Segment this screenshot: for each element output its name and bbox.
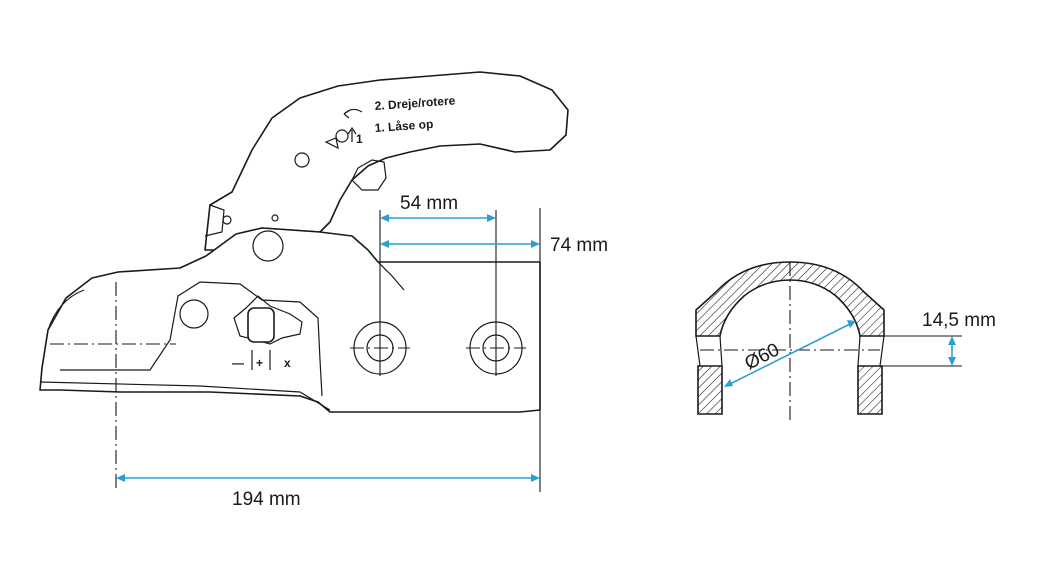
body-top-boss — [252, 230, 284, 262]
socket-inner-band — [695, 335, 885, 367]
dimension-hole-spacing-label: 54 mm — [400, 193, 458, 214]
body-side-contour — [60, 281, 323, 397]
socket-left-leg — [697, 365, 723, 415]
dimension-height — [380, 240, 540, 248]
handle-instruction-step2: 2. Dreje/rotere — [374, 93, 456, 113]
handle-instruction-step1: 1. Låse op — [374, 117, 434, 135]
wear-indicator-ticks — [251, 350, 271, 370]
handle-grip-opening — [351, 159, 387, 191]
handle-step-number: 1 — [356, 132, 363, 146]
socket-right-leg — [857, 365, 883, 415]
dimension-depth-label: 14,5 mm — [922, 310, 996, 331]
body-lower-contour — [39, 381, 331, 411]
handle-pivot-hole — [294, 152, 310, 168]
dimension-depth — [948, 336, 956, 366]
body-top-edge — [377, 261, 405, 291]
dimension-hole-spacing — [380, 214, 496, 222]
ball-socket-section: Ø60 14,5 mm — [695, 261, 996, 424]
handle-lock-tab — [204, 204, 225, 237]
dimension-overall-length-label: 194 mm — [232, 489, 301, 510]
wear-indicator-x: x — [284, 356, 291, 370]
wear-indicator-plus: + — [256, 356, 263, 370]
unlock-arrow-icon — [324, 126, 357, 150]
dimension-height-label: 74 mm — [550, 235, 608, 256]
coupling-body — [39, 227, 541, 413]
socket-upper-arch — [695, 261, 885, 337]
body-front-curve — [47, 289, 85, 331]
dimension-diameter — [724, 320, 856, 387]
rotate-arrow-icon — [343, 108, 363, 119]
coupling-side-view: 1 2. Dreje/rotere 1. Låse op — + x — [39, 71, 608, 510]
coupling-handle[interactable] — [204, 71, 569, 251]
body-side-hole — [179, 299, 209, 329]
handle-small-hole-2 — [271, 214, 279, 222]
wear-indicator — [233, 295, 303, 345]
wear-indicator-minus: — — [232, 356, 244, 370]
dimension-diameter-label: Ø60 — [741, 339, 783, 374]
dimension-overall-length — [116, 474, 540, 482]
